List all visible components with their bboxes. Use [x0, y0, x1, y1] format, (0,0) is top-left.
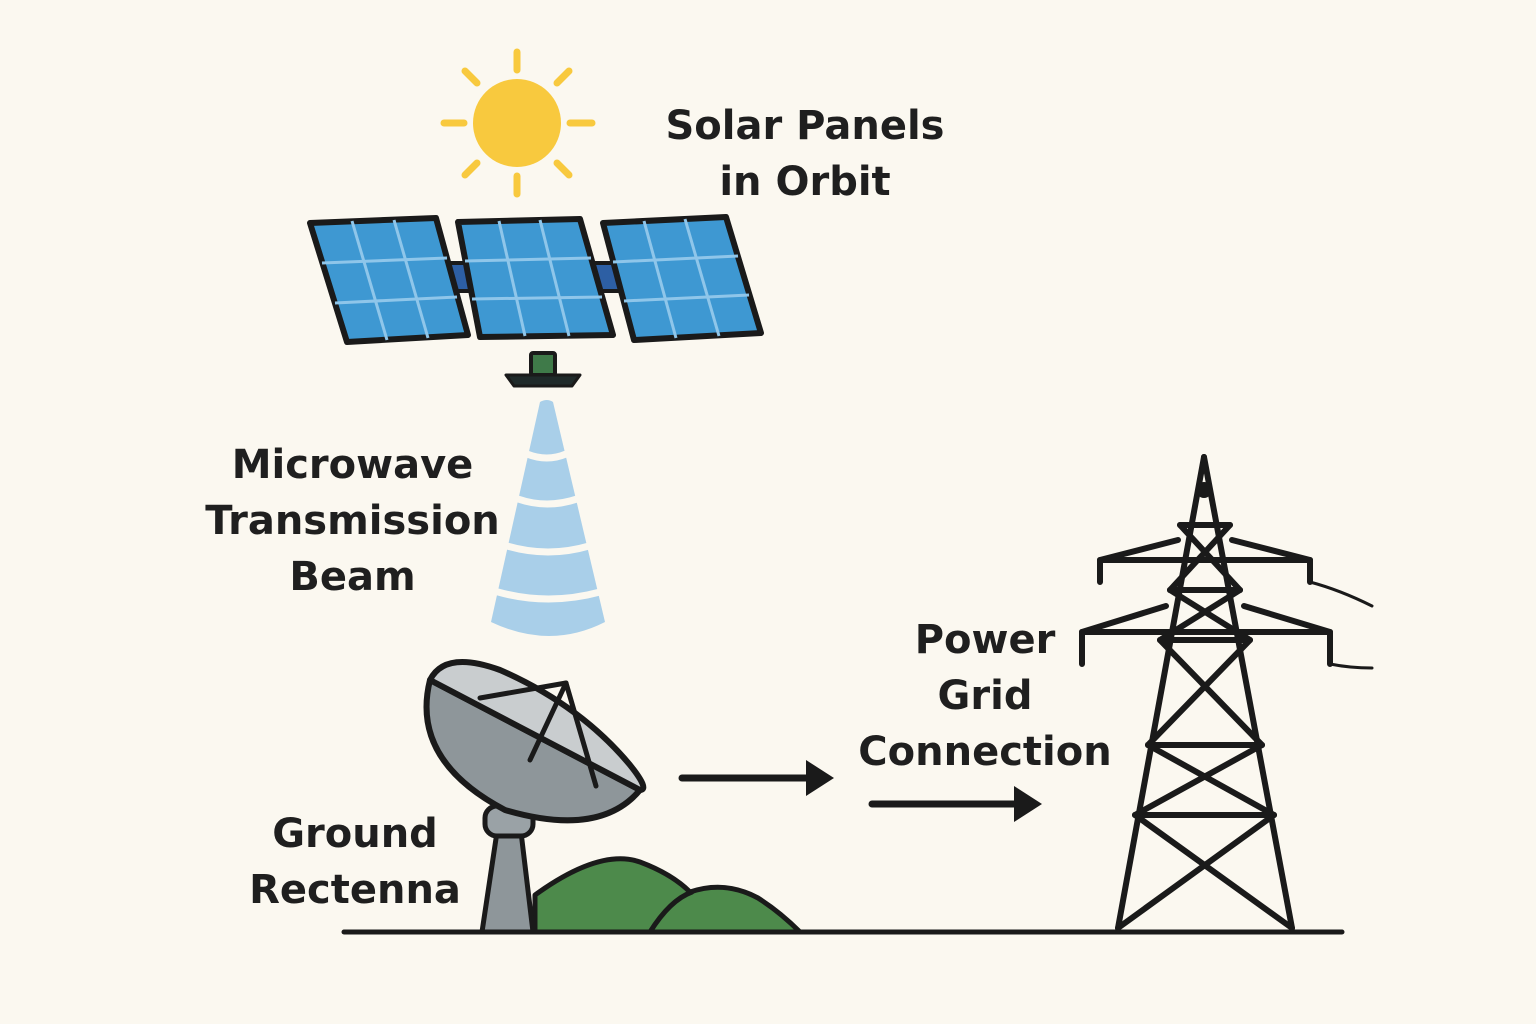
microwave-beam-label-line-3: Beam [289, 554, 416, 600]
solar-panels-label-line-2: in Orbit [719, 159, 891, 205]
microwave-beam-icon [491, 400, 605, 636]
solar-satellite-icon [307, 214, 764, 388]
ground-rectenna-label-line-2: Rectenna [249, 867, 461, 913]
arrow-right-icon [678, 760, 834, 796]
solar-panel-middle [455, 216, 616, 340]
power-grid-label: Power Grid Connection [835, 612, 1135, 780]
sun-icon [440, 48, 596, 198]
arrow-right-icon [868, 786, 1042, 822]
solar-panels-label-line-1: Solar Panels [665, 103, 945, 149]
solar-panel-right [600, 214, 764, 343]
microwave-beam-label-line-1: Microwave [231, 442, 474, 488]
microwave-beam-label-line-2: Transmission [205, 498, 500, 544]
microwave-beam-label: Microwave Transmission Beam [180, 437, 525, 605]
ground-rectenna-label: Ground Rectenna [215, 806, 495, 918]
solar-panel-left [307, 215, 471, 345]
transmission-tower-icon [1079, 454, 1374, 931]
transmitter-icon [504, 351, 582, 388]
power-grid-label-line-2: Grid [937, 673, 1033, 719]
hills-icon [532, 856, 803, 935]
power-grid-label-line-1: Power [914, 617, 1056, 663]
solar-panels-label: Solar Panels in Orbit [640, 98, 970, 210]
power-grid-label-line-3: Connection [858, 729, 1112, 775]
ground-rectenna-label-line-1: Ground [272, 811, 438, 857]
satellite-dish-icon [423, 659, 647, 935]
